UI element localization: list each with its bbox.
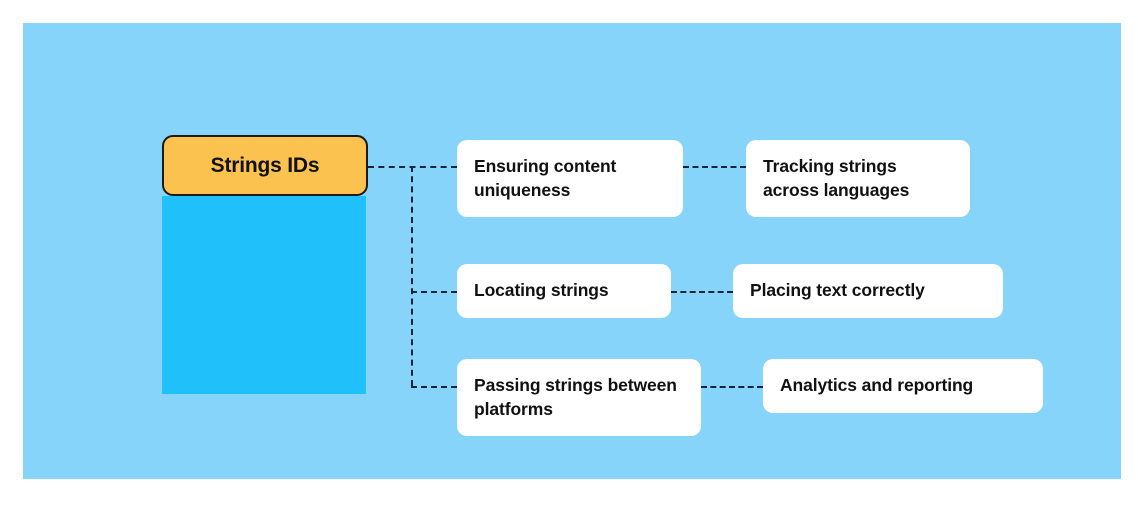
- card-row-1-secondary[interactable]: Tracking strings across languages: [746, 140, 970, 217]
- card-row-1-primary-label: Ensuring content uniqueness: [474, 156, 617, 200]
- connector-row-3-primary-to-secondary: [701, 386, 763, 388]
- connector-spine-to-row-3: [411, 386, 457, 388]
- card-row-2-primary[interactable]: Locating strings: [457, 264, 671, 318]
- card-row-1-secondary-label: Tracking strings across languages: [763, 156, 910, 200]
- card-row-2-primary-label: Locating strings: [474, 280, 609, 301]
- root-node-strings-ids[interactable]: Strings IDs: [162, 135, 368, 196]
- connector-vertical-spine: [411, 166, 413, 386]
- connector-row-1-primary-to-secondary: [683, 166, 746, 168]
- connector-spine-to-row-2: [411, 291, 457, 293]
- card-row-1-primary[interactable]: Ensuring content uniqueness: [457, 140, 683, 217]
- diagram-canvas: Strings IDs Ensuring content uniqueness …: [23, 23, 1121, 479]
- card-row-3-secondary-label: Analytics and reporting: [780, 375, 974, 396]
- root-node-label: Strings IDs: [210, 153, 320, 177]
- card-row-3-primary[interactable]: Passing strings between platforms: [457, 359, 701, 436]
- card-row-3-primary-label: Passing strings between platforms: [474, 375, 677, 419]
- card-row-3-secondary[interactable]: Analytics and reporting: [763, 359, 1043, 413]
- card-row-2-secondary-label: Placing text correctly: [750, 280, 925, 301]
- card-row-2-secondary[interactable]: Placing text correctly: [733, 264, 1003, 318]
- root-placeholder-block: [162, 196, 366, 394]
- connector-row-2-primary-to-secondary: [671, 291, 733, 293]
